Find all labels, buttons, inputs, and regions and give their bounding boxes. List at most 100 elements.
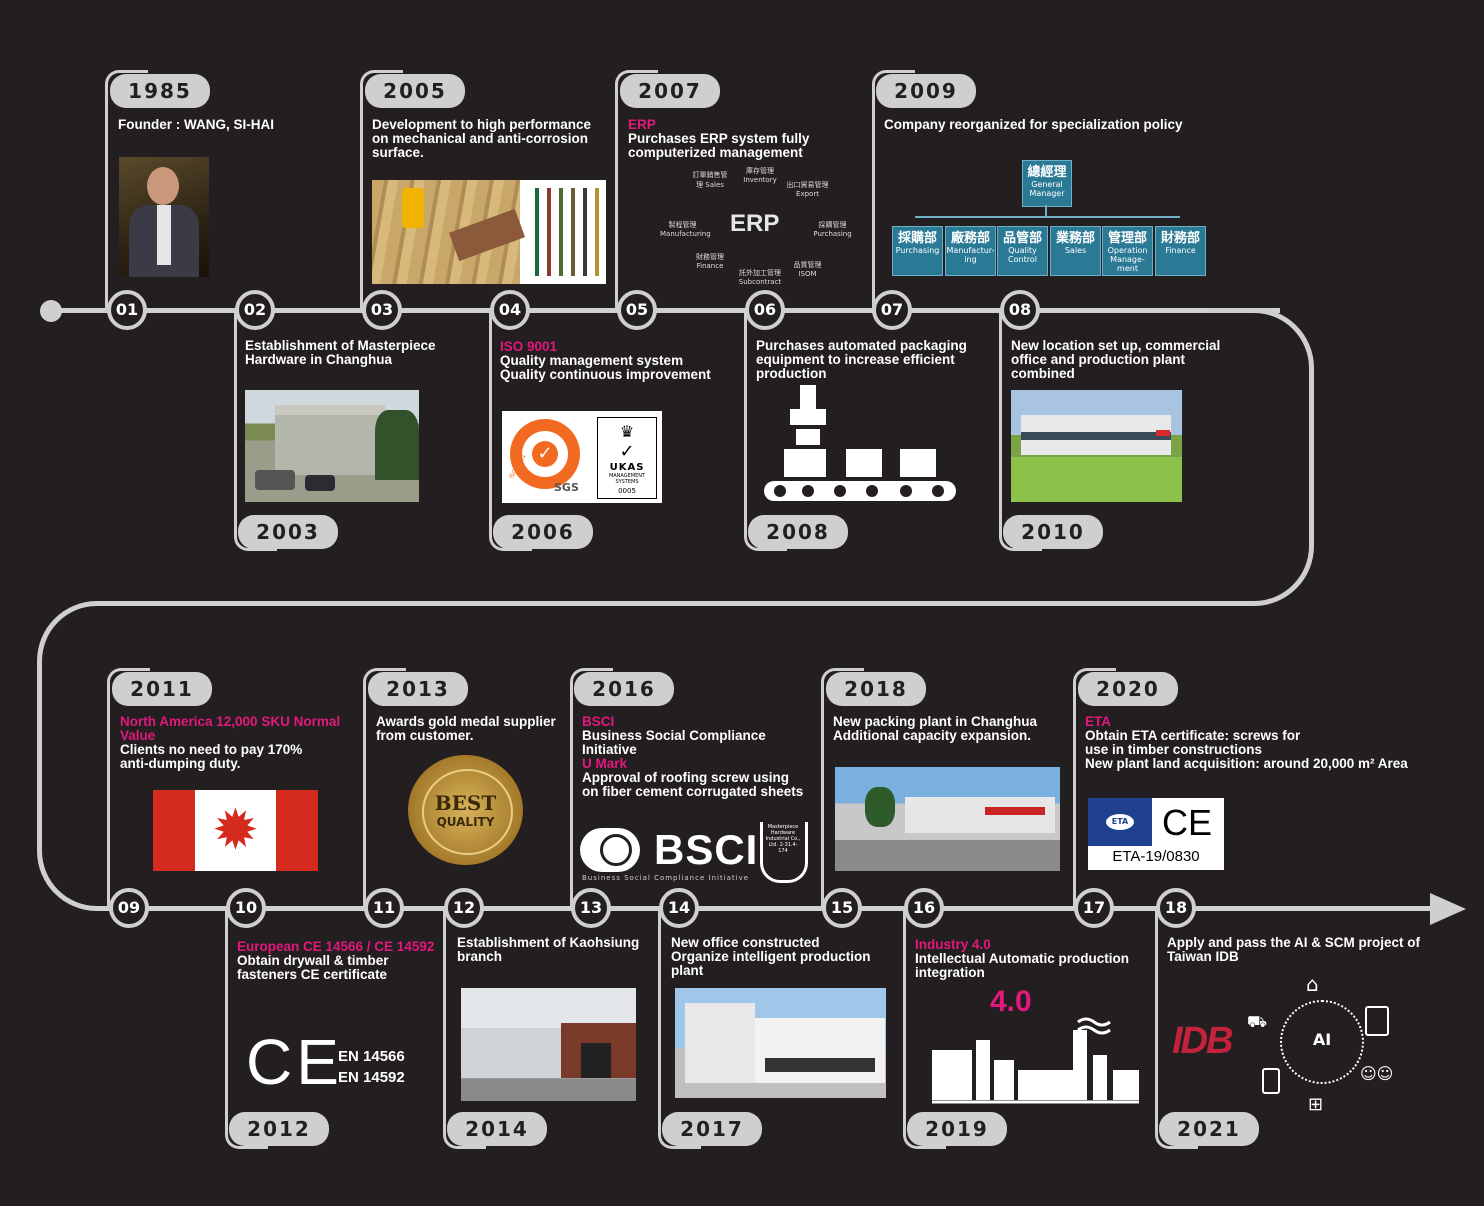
timeline-curve-left: [37, 601, 141, 911]
erp-diagram: ERP 訂單銷售管理 Sales 庫存管理 Inventory 出口貿易管理 E…: [660, 160, 855, 286]
erp-sales-icon: 訂單銷售管理 Sales: [692, 171, 728, 189]
timeline-row2: [100, 601, 1240, 606]
sgs-label: SGS: [554, 481, 579, 494]
eta-ce-certificate: ETA CE ETA-19/0830: [1088, 798, 1224, 870]
year-2011: 2011: [112, 672, 212, 706]
desc-2009: Company reorganized for specialization p…: [884, 118, 1183, 132]
org-dept-zh: 廠務部: [950, 231, 990, 246]
iso-certificates: ✓ SGS ISO 9001 ♛ ✓ UKAS MANAGEMENT SYSTE…: [502, 411, 662, 503]
kaohsiung-branch-photo: [461, 988, 636, 1101]
step-18: 18: [1156, 888, 1196, 928]
desc-line: Apply and pass the AI & SCM project of: [1167, 935, 1421, 950]
year-2018: 2018: [826, 672, 926, 706]
desc-line: New office constructed: [671, 935, 820, 950]
timeline-row1: [50, 308, 1280, 313]
desc-line: from customer.: [376, 728, 474, 743]
new-location-photo: [1011, 390, 1182, 502]
desc-line: Hardware in Changhua: [245, 352, 393, 367]
desc-2020: ETA Obtain ETA certificate: screws for u…: [1085, 715, 1408, 771]
screws-wood-photo: [372, 180, 606, 284]
desc-line: Establishment of Kaohsiung: [457, 935, 640, 950]
bracket-1985: [105, 70, 148, 313]
eta-logo: ETA: [1088, 798, 1152, 846]
globe-hands-icon: [580, 828, 640, 872]
eta-label: ETA: [1106, 814, 1134, 830]
desc-line: use in timber constructions: [1085, 742, 1263, 757]
desc-line: integration: [915, 965, 985, 980]
desc-line: New plant land acquisition: around 20,00…: [1085, 756, 1408, 771]
year-2019: 2019: [907, 1112, 1007, 1146]
packaging-machine-icon: [764, 385, 956, 501]
bracket-2017: [658, 908, 701, 1149]
desc-2013: Awards gold medal supplier from customer…: [376, 715, 556, 743]
step-08: 08: [1000, 290, 1040, 330]
desc-tag: ERP: [628, 117, 656, 132]
step-06: 06: [745, 290, 785, 330]
desc-1985: Founder : WANG, SI-HAI: [118, 118, 274, 132]
org-dept-en: Finance: [1165, 246, 1196, 255]
desc-line: Development to high performance: [372, 117, 592, 132]
year-2009: 2009: [876, 74, 976, 108]
step-17: 17: [1074, 888, 1114, 928]
desc-line: equipment to increase efficient: [756, 352, 955, 367]
desc-line: New location set up, commercial: [1011, 338, 1221, 353]
ukas-number: 0005: [618, 487, 636, 495]
bracket-2014: [443, 908, 486, 1149]
bracket-2007: [615, 70, 658, 313]
u-mark-text: Masterpiece Hardware Industrial Co., Ltd…: [765, 824, 801, 854]
bracket-2016: [570, 668, 613, 911]
desc-2011: North America 12,000 SKU Normal Value Cl…: [120, 715, 360, 771]
desc-2005: Development to high performance on mecha…: [372, 118, 591, 160]
year-2007: 2007: [620, 74, 720, 108]
bracket-2018: [821, 668, 864, 911]
desc-line: Clients no need to pay 170%: [120, 742, 303, 757]
org-dept-zh: 業務部: [1055, 231, 1095, 246]
idb-logo: IDB: [1172, 1020, 1233, 1062]
erp-export-icon: 出口貿易管理 Export: [786, 181, 829, 198]
org-dept-zh: 品管部: [1002, 231, 1042, 246]
ce-2012-mark: CE: [246, 1026, 343, 1098]
eta-code: ETA-19/0830: [1112, 848, 1200, 865]
ce-standard: EN 14592: [338, 1069, 405, 1086]
desc-line: Quality management system: [500, 353, 684, 368]
erp-finance-icon: 財務管理 Finance: [696, 253, 724, 270]
desc-line: Approval of roofing screw using: [582, 770, 790, 785]
year-2013: 2013: [368, 672, 468, 706]
medal-line1: BEST: [434, 791, 497, 815]
erp-inventory-icon: 庫存管理 Inventory: [743, 167, 777, 184]
year-2008: 2008: [748, 515, 848, 549]
year-2006: 2006: [493, 515, 593, 549]
org-top-zh: 總經理: [1027, 165, 1067, 180]
desc-tag: European CE 14566 / CE 14592: [237, 939, 435, 954]
desc-line: on mechanical and anti-corrosion: [372, 131, 589, 146]
year-2003: 2003: [238, 515, 338, 549]
founder-photo: [119, 157, 209, 277]
factory-small-icon: ⌂: [1306, 972, 1319, 996]
erp-subcontract-icon: 託外加工管理 Subcontract: [738, 269, 782, 286]
desc-tag: BSCI: [582, 714, 615, 729]
step-15: 15: [822, 888, 862, 928]
org-dept-zh: 管理部: [1107, 231, 1147, 246]
desc-line: Obtain drywall & timber: [237, 953, 389, 968]
org-dept-en: Quality Control: [1008, 246, 1037, 264]
desc-tag: Industry 4.0: [915, 937, 991, 952]
desc-line: plant: [671, 963, 704, 978]
step-05: 05: [617, 290, 657, 330]
desc-2006: ISO 9001 Quality management system Quali…: [500, 340, 711, 382]
desc-line: Purchases automated packaging: [756, 338, 967, 353]
year-2014: 2014: [447, 1112, 547, 1146]
year-2021: 2021: [1159, 1112, 1259, 1146]
step-09: 09: [109, 888, 149, 928]
timeline-row3: [100, 906, 1440, 911]
smart-factory-icon: [932, 1017, 1139, 1104]
desc-2016: BSCI Business Social Compliance Initiati…: [582, 715, 803, 799]
truck-icon: ⛟: [1247, 1012, 1268, 1031]
new-office-photo: [675, 988, 886, 1098]
bracket-2008: [744, 310, 787, 551]
people-icon: ☺☺: [1360, 1064, 1394, 1083]
desc-2018: New packing plant in Changhua Additional…: [833, 715, 1037, 743]
